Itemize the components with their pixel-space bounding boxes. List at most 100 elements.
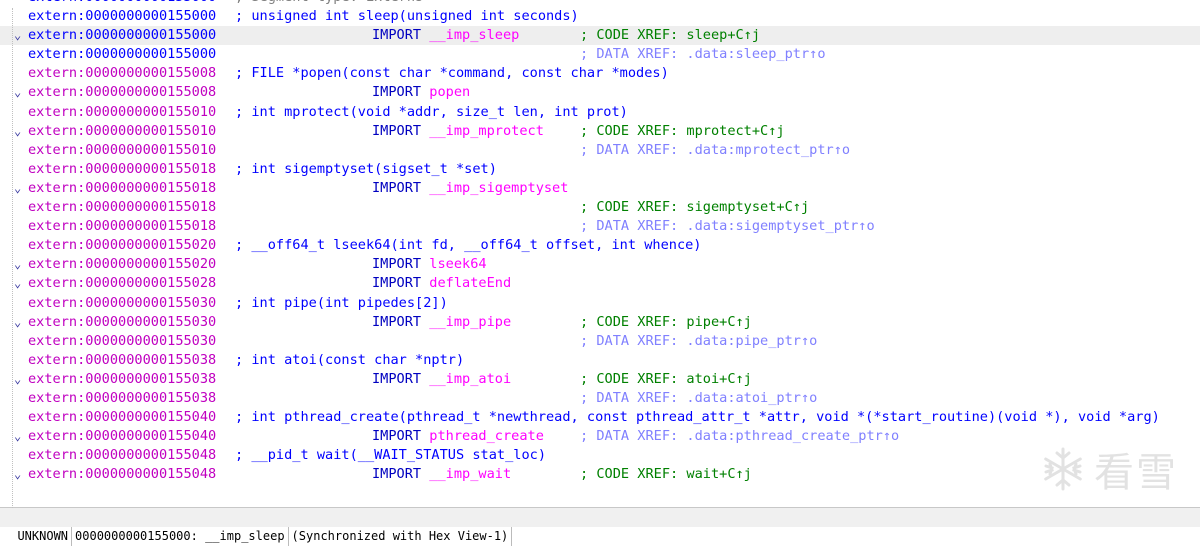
line-address[interactable]: extern:0000000000155008 <box>28 65 217 82</box>
line-address[interactable]: extern:0000000000155038 <box>28 389 217 406</box>
collapse-chevron-icon[interactable]: ⌄ <box>14 314 22 329</box>
collapse-chevron-icon[interactable]: ⌄ <box>14 180 22 195</box>
listing-line[interactable]: ⌄ extern:0000000000155048 IMPORT __imp_wai… <box>0 465 1200 484</box>
instruction: IMPORT pthread_create <box>372 427 544 446</box>
line-address[interactable]: extern:0000000000155048 <box>28 466 217 483</box>
line-address[interactable]: extern:0000000000155038 <box>28 370 217 387</box>
listing-line[interactable]: extern:0000000000155018 ; DATA XREF: .dat… <box>0 217 1200 236</box>
data-xref-comment[interactable]: ; DATA XREF: .data:atoi_ptr↑o <box>580 389 818 406</box>
line-address[interactable]: extern:0000000000155018 <box>28 218 217 235</box>
status-sync: (Synchronized with Hex View-1) <box>289 527 513 546</box>
code-xref-comment[interactable]: ; CODE XREF: sigemptyset+C↑j <box>580 199 810 216</box>
listing-line[interactable]: extern:0000000000155000 ; DATA XREF: .dat… <box>0 45 1200 64</box>
line-address[interactable]: extern:0000000000155000 <box>28 27 217 44</box>
gutter-strip[interactable] <box>0 8 13 508</box>
line-comment: ; int atoi(const char *nptr) <box>235 351 465 368</box>
import-keyword: IMPORT <box>372 370 422 387</box>
import-symbol[interactable]: __imp_pipe <box>429 313 512 330</box>
import-symbol[interactable]: lseek64 <box>429 256 487 273</box>
listing-line[interactable]: extern:0000000000155010 ; DATA XREF: .dat… <box>0 141 1200 160</box>
data-xref-comment[interactable]: ; DATA XREF: .data:mprotect_ptr↑o <box>580 141 851 158</box>
code-xref-comment[interactable]: ; CODE XREF: atoi+C↑j <box>580 370 752 387</box>
import-keyword: IMPORT <box>372 84 422 101</box>
line-address[interactable]: extern:0000000000155030 <box>28 294 217 311</box>
collapse-chevron-icon[interactable]: ⌄ <box>14 276 22 291</box>
import-keyword: IMPORT <box>372 179 422 196</box>
collapse-chevron-icon[interactable]: ⌄ <box>14 123 22 138</box>
listing-line[interactable]: extern:0000000000155048; __pid_t wait(__… <box>0 446 1200 465</box>
collapse-chevron-icon[interactable]: ⌄ <box>14 28 22 43</box>
data-xref-comment[interactable]: ; DATA XREF: .data:pipe_ptr↑o <box>580 332 818 349</box>
collapse-chevron-icon[interactable]: ⌄ <box>14 257 22 272</box>
listing-line[interactable]: extern:0000000000155030 ; DATA XREF: .dat… <box>0 332 1200 351</box>
import-keyword: IMPORT <box>372 256 422 273</box>
line-address[interactable]: extern:0000000000155008 <box>28 84 217 101</box>
listing-line[interactable]: ⌄ extern:0000000000155018 IMPORT __imp_sig… <box>0 179 1200 198</box>
import-symbol[interactable]: __imp_atoi <box>429 370 512 387</box>
listing-line[interactable]: ⌄ extern:0000000000155030 IMPORT __imp_pip… <box>0 313 1200 332</box>
disassembly-listing[interactable]: extern:0000000000155000; Segment type: E… <box>0 0 1200 507</box>
listing-line[interactable]: extern:0000000000155000; unsigned int sl… <box>0 7 1200 26</box>
import-symbol[interactable]: __imp_wait <box>429 466 512 483</box>
line-comment: ; FILE *popen(const char *command, const… <box>235 65 669 82</box>
data-xref-comment[interactable]: ; DATA XREF: .data:pthread_create_ptr↑o <box>580 428 900 445</box>
listing-line[interactable]: ⌄ extern:0000000000155038 IMPORT __imp_ato… <box>0 370 1200 389</box>
code-xref-comment[interactable]: ; CODE XREF: mprotect+C↑j <box>580 122 785 139</box>
listing-line[interactable]: ⌄ extern:0000000000155040 IMPORT pthread_c… <box>0 427 1200 446</box>
import-symbol[interactable]: pthread_create <box>429 428 544 445</box>
line-address[interactable]: extern:0000000000155010 <box>28 103 217 120</box>
listing-line[interactable]: extern:0000000000155038 ; DATA XREF: .dat… <box>0 389 1200 408</box>
collapse-chevron-icon[interactable]: ⌄ <box>14 371 22 386</box>
line-address[interactable]: extern:0000000000155000 <box>28 8 217 25</box>
listing-line[interactable]: extern:0000000000155010; int mprotect(vo… <box>0 103 1200 122</box>
listing-line[interactable]: ⌄ extern:0000000000155008 IMPORT popen <box>0 83 1200 102</box>
listing-line[interactable]: extern:0000000000155000; Segment type: E… <box>0 0 1200 7</box>
collapse-chevron-icon[interactable]: ⌄ <box>14 429 22 444</box>
data-xref-comment[interactable]: ; DATA XREF: .data:sigemptyset_ptr↑o <box>580 218 875 235</box>
instruction: IMPORT __imp_wait <box>372 465 511 484</box>
listing-line[interactable]: extern:0000000000155018 ; CODE XREF: sige… <box>0 198 1200 217</box>
code-xref-comment[interactable]: ; CODE XREF: sleep+C↑j <box>580 27 761 44</box>
line-address[interactable]: extern:0000000000155020 <box>28 237 217 254</box>
line-address[interactable]: extern:0000000000155018 <box>28 160 217 177</box>
collapse-chevron-icon[interactable]: ⌄ <box>14 85 22 100</box>
import-symbol[interactable]: __imp_sigemptyset <box>429 179 569 196</box>
instruction: IMPORT __imp_atoi <box>372 370 511 389</box>
data-xref-comment[interactable]: ; DATA XREF: .data:sleep_ptr↑o <box>580 46 826 63</box>
line-address[interactable]: extern:0000000000155010 <box>28 141 217 158</box>
line-address[interactable]: extern:0000000000155018 <box>28 179 217 196</box>
listing-line[interactable]: extern:0000000000155018; int sigemptyset… <box>0 160 1200 179</box>
line-address[interactable]: extern:0000000000155030 <box>28 332 217 349</box>
line-address[interactable]: extern:0000000000155018 <box>28 199 217 216</box>
listing-line[interactable]: extern:0000000000155020; __off64_t lseek… <box>0 236 1200 255</box>
line-address[interactable]: extern:0000000000155040 <box>28 428 217 445</box>
listing-line[interactable]: extern:0000000000155008 ; FILE *popen(con… <box>0 64 1200 83</box>
line-address[interactable]: extern:0000000000155030 <box>28 313 217 330</box>
line-comment: ; int pipe(int pipedes[2]) <box>235 294 448 311</box>
line-address[interactable]: extern:0000000000155000 <box>28 0 216 7</box>
code-xref-comment[interactable]: ; CODE XREF: pipe+C↑j <box>580 313 752 330</box>
import-symbol[interactable]: __imp_sleep <box>429 27 520 44</box>
line-address[interactable]: extern:0000000000155020 <box>28 256 217 273</box>
line-address[interactable]: extern:0000000000155038 <box>28 351 217 368</box>
line-address[interactable]: extern:0000000000155040 <box>28 409 217 426</box>
line-address[interactable]: extern:0000000000155048 <box>28 447 217 464</box>
import-symbol[interactable]: popen <box>429 84 471 101</box>
watermark-text: 看雪 <box>1094 450 1178 496</box>
line-address[interactable]: extern:0000000000155000 <box>28 46 217 63</box>
import-keyword: IMPORT <box>372 313 422 330</box>
listing-line[interactable]: extern:0000000000155038 ; int atoi(const … <box>0 351 1200 370</box>
listing-line[interactable]: ⌄ extern:0000000000155020 IMPORT lseek64 <box>0 255 1200 274</box>
import-symbol[interactable]: deflateEnd <box>429 275 512 292</box>
import-symbol[interactable]: __imp_mprotect <box>429 122 544 139</box>
line-address[interactable]: extern:0000000000155010 <box>28 122 217 139</box>
import-keyword: IMPORT <box>372 466 422 483</box>
collapse-chevron-icon[interactable]: ⌄ <box>14 467 22 482</box>
line-address[interactable]: extern:0000000000155028 <box>28 275 217 292</box>
code-xref-comment[interactable]: ; CODE XREF: wait+C↑j <box>580 466 752 483</box>
listing-line[interactable]: extern:0000000000155040; int pthread_cre… <box>0 408 1200 427</box>
listing-line[interactable]: extern:0000000000155030 ; int pipe(int pi… <box>0 294 1200 313</box>
